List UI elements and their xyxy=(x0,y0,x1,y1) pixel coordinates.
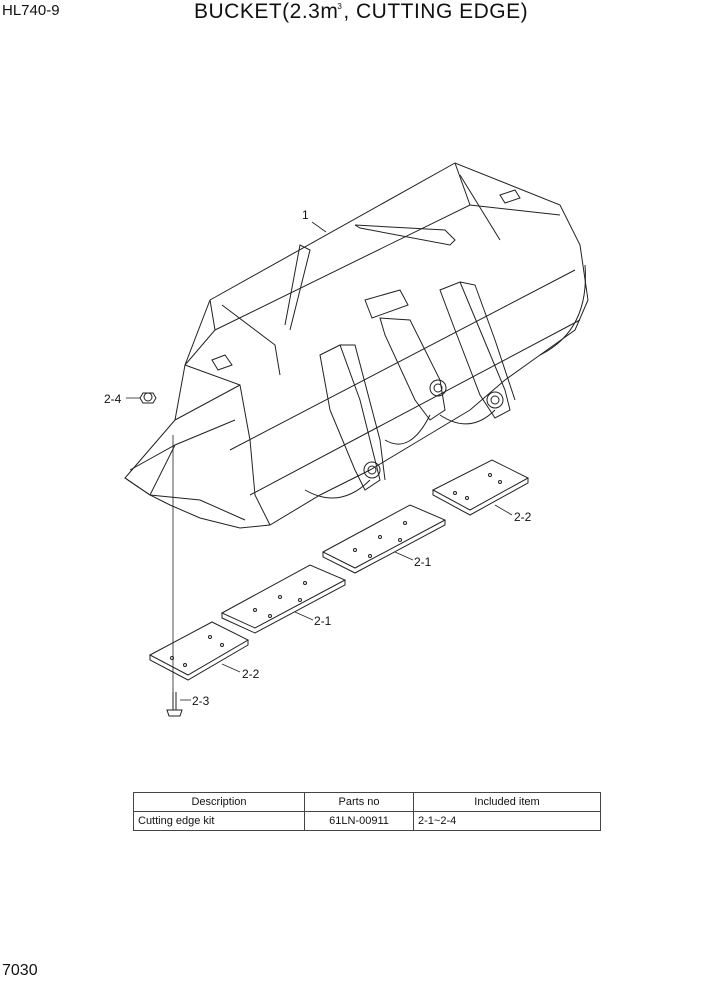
parts-table: Description Parts no Included item Cutti… xyxy=(133,792,601,831)
callout-2-2-right: 2-2 xyxy=(514,510,532,524)
edge-segment-2-1-left xyxy=(220,564,347,634)
model-code: HL740-9 xyxy=(2,2,60,19)
callout-2-2-left: 2-2 xyxy=(242,667,260,681)
edge-segment-2-1-right xyxy=(321,504,447,574)
bolt-2-3 xyxy=(166,692,183,717)
page-title: BUCKET(2.3m3, CUTTING EDGE) xyxy=(194,0,528,24)
title-superscript: 3 xyxy=(337,2,343,11)
edge-segment-2-2-left xyxy=(148,621,250,681)
callout-2-4: 2-4 xyxy=(104,392,122,406)
cell-parts-no: 61LN-00911 xyxy=(304,811,414,831)
callout-2-1-left: 2-1 xyxy=(314,614,332,628)
cell-included-item: 2-1~2-4 xyxy=(413,811,601,831)
leader-lines xyxy=(126,221,513,701)
title-main: BUCKET(2.3m xyxy=(194,0,339,23)
title-rest: , CUTTING EDGE) xyxy=(343,0,529,23)
page-number: 7030 xyxy=(2,962,38,979)
callout-1: 1 xyxy=(302,208,309,222)
col-parts-no: Parts no xyxy=(304,792,414,812)
callout-2-1-right: 2-1 xyxy=(414,555,432,569)
parts-table-header: Description Parts no Included item xyxy=(133,792,601,812)
col-description: Description xyxy=(133,792,305,812)
bucket-illustration xyxy=(124,162,589,529)
callout-2-3: 2-3 xyxy=(192,694,210,708)
cell-description: Cutting edge kit xyxy=(133,811,305,831)
col-included-item: Included item xyxy=(413,792,601,812)
edge-segment-2-2-right xyxy=(431,459,530,516)
table-row: Cutting edge kit 61LN-00911 2-1~2-4 xyxy=(133,811,601,831)
